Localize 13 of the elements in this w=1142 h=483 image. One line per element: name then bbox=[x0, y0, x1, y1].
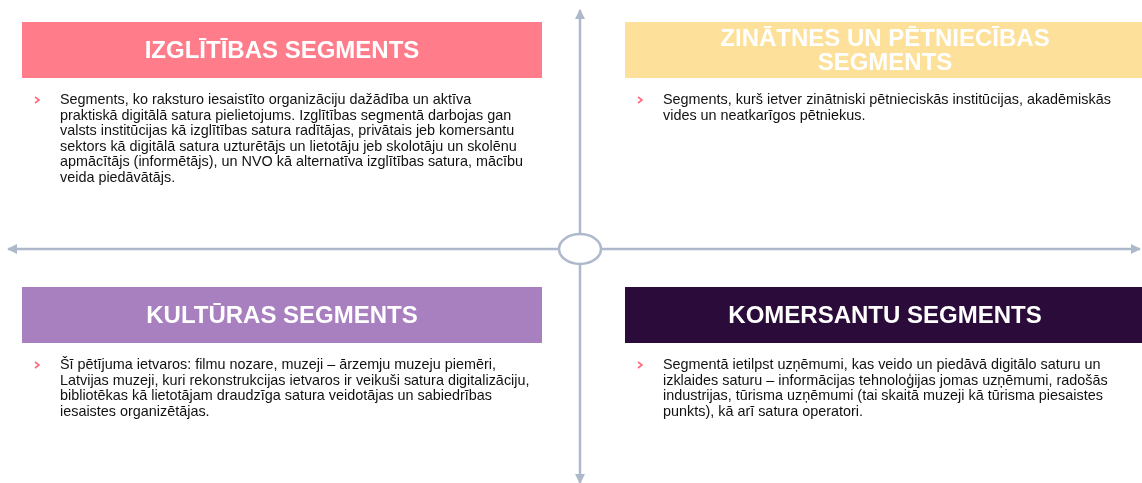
segment-heading: KULTŪRAS SEGMENTS bbox=[22, 287, 542, 343]
segment-description: Šī pētījuma ietvaros: filmu nozare, muzeji – ārzemju muzeju piemēri, Latvijas muzeji, kuri rekonstrukcijas ietvaros ir veikuši satura digitalizāciju, bibliotēkas kā lietotājam draudzīga satura veidotājas un sabiedrības iesaistes organizētājas. bbox=[60, 357, 530, 419]
center-circle bbox=[557, 232, 603, 266]
axis-arrow bbox=[601, 244, 1141, 254]
segment-description: Segments, kurš ietver zinātniski pētnieciskās institūcijas, akadēmiskās vides un neatkarīgos pētniekus. bbox=[663, 92, 1112, 123]
segment-description: Segments, ko raksturo iesaistīto organizāciju dažādība un aktīva praktiskā digitālā satura pielietojums. Izglītības segmentā darbojas gan valsts institūcijas kā izglītības satura radītājas, privātais jeb komersantu sektors kā digitālā satura uzturētājs un lietotāju jeb skolotāju un skolēnu apmācītājs (informētājs), un NVO kā alternatīva izglītības satura, mācību veida piedāvātājs. bbox=[60, 92, 525, 185]
segment-heading: IZGLĪTĪBAS SEGMENTS bbox=[22, 22, 542, 78]
axis-arrow bbox=[575, 264, 585, 483]
axis-arrow bbox=[575, 9, 585, 234]
segment-heading: KOMERSANTU SEGMENTS bbox=[625, 287, 1142, 343]
segment-description: Segmentā ietilpst uzņēmumi, kas veido un piedāvā digitālo saturu un izklaides saturu – informācijas tehnoloģijas jomas uzņēmumi, radošās industrijas, tūrisma uzņēmumi (tai skaitā muzeji kā tūrisma piesaistes punkts), kā arī satura operatori. bbox=[663, 357, 1109, 419]
axis-arrow bbox=[7, 244, 559, 254]
segment-heading: ZINĀTNES UN PĒTNIECĪBAS SEGMENTS bbox=[625, 22, 1142, 78]
